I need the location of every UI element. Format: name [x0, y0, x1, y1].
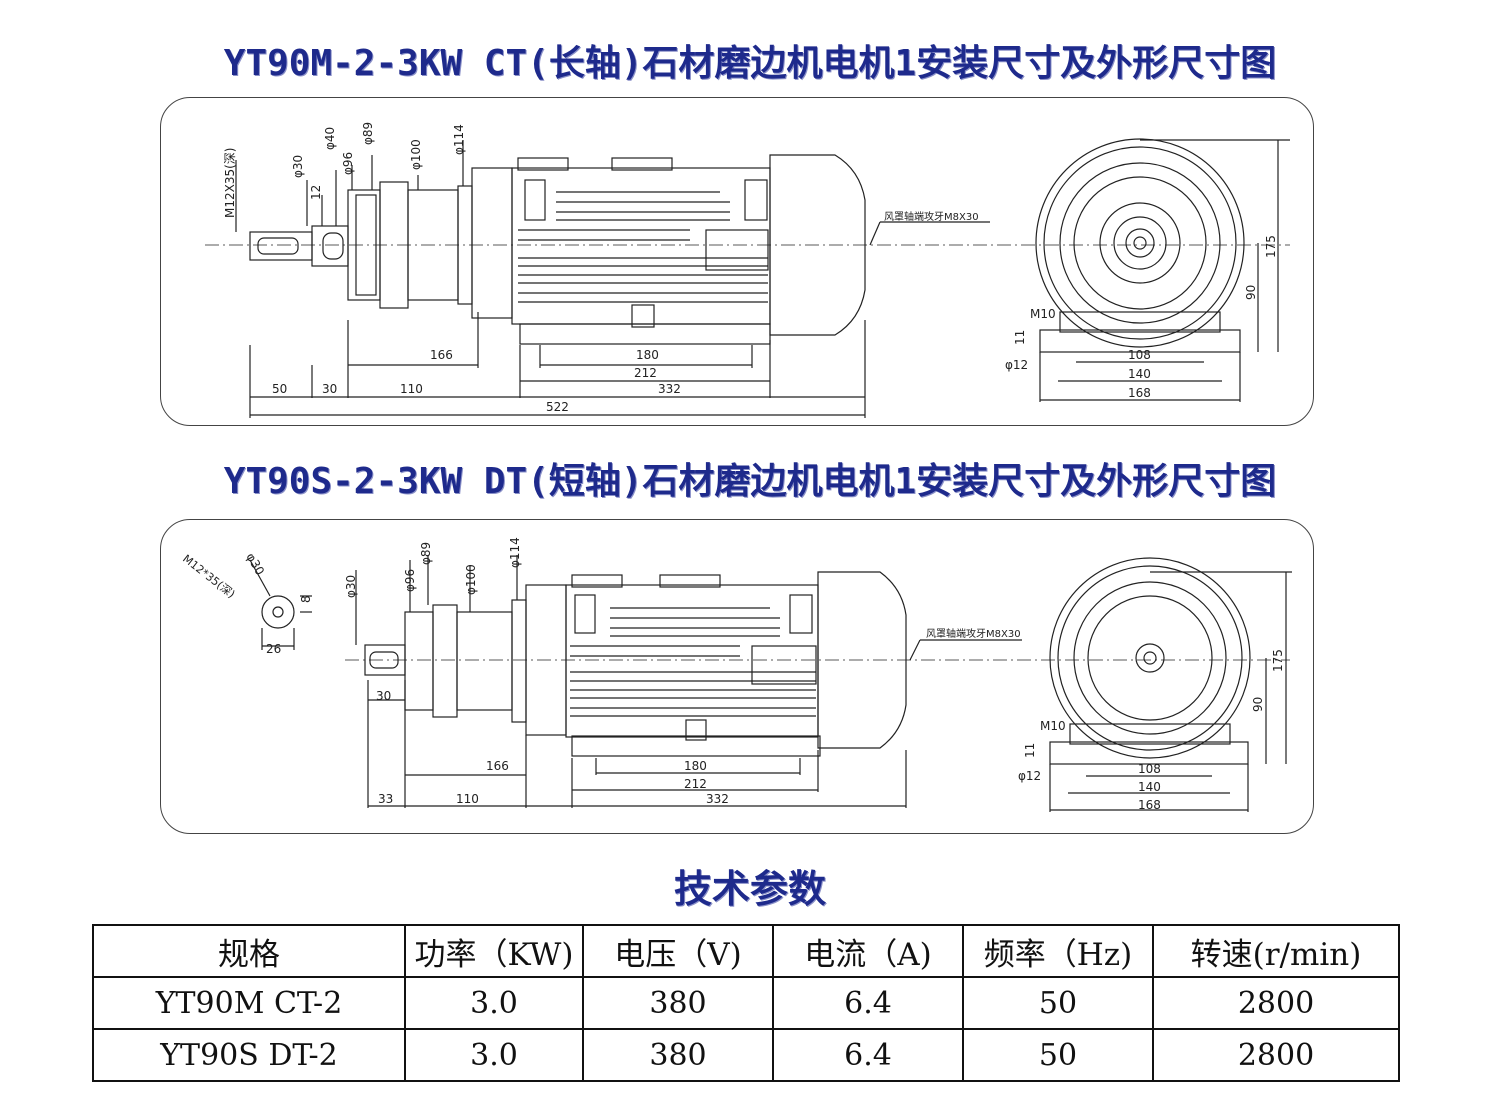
table-row: YT90M CT-2 3.0 380 6.4 50 2800 — [92, 976, 1400, 1030]
label-d114-top: φ114 — [452, 124, 466, 155]
end-11-top: 11 — [1013, 330, 1027, 345]
label-d100-bottom: φ100 — [464, 564, 478, 595]
label-d30-top: φ30 — [291, 155, 305, 178]
cell-model: YT90S DT-2 — [92, 1028, 406, 1082]
dim-166-top: 166 — [430, 348, 453, 362]
cell-current: 6.4 — [772, 1028, 964, 1082]
cell-power: 3.0 — [404, 976, 584, 1030]
end-168-top: 168 — [1128, 386, 1151, 400]
fan-note-bottom: 风罩轴端攻牙M8X30 — [926, 627, 1021, 640]
title-top: YT90M-2-3KW CT(长轴)石材磨边机电机1安装尺寸及外形尺寸图 — [223, 43, 1277, 84]
dim-30-bottom: 30 — [376, 689, 391, 703]
dim-110-top: 110 — [400, 382, 423, 396]
spec-header-row: 规格 功率（KW) 电压（V) 电流（A) 频率（Hz) 转速(r/min) — [92, 924, 1400, 978]
end-d12-bottom: φ12 — [1018, 769, 1041, 783]
dim-332-bottom: 332 — [706, 792, 729, 806]
label-d30-bottom: φ30 — [344, 575, 358, 598]
header-voltage: 电压（V) — [582, 924, 774, 978]
dim-212-top: 212 — [634, 366, 657, 380]
shaft-end-26: 26 — [266, 642, 281, 656]
label-d100-top: φ100 — [409, 139, 423, 170]
cell-speed: 2800 — [1152, 976, 1400, 1030]
label-thread-bottom: M12*35(深) — [180, 552, 237, 601]
header-current: 电流（A) — [772, 924, 964, 978]
label-d96-top: φ96 — [341, 152, 355, 175]
dim-522-top: 522 — [546, 400, 569, 414]
fan-note-top: 风罩轴端攻牙M8X30 — [884, 210, 979, 223]
header-model: 规格 — [92, 924, 406, 978]
end-11-bottom: 11 — [1023, 743, 1037, 758]
label-d89-top: φ89 — [361, 122, 375, 145]
dim-180-top: 180 — [636, 348, 659, 362]
dim-332-top: 332 — [658, 382, 681, 396]
end-140-top: 140 — [1128, 367, 1151, 381]
end-108-top: 108 — [1128, 348, 1151, 362]
end-90-top: 90 — [1244, 285, 1258, 300]
cell-speed: 2800 — [1152, 1028, 1400, 1082]
end-175-top: 175 — [1264, 235, 1278, 258]
shaft-end-8: 8 — [299, 595, 313, 603]
shaft-end-d30: φ30 — [243, 551, 267, 578]
cell-frequency: 50 — [962, 976, 1154, 1030]
dim-212-bottom: 212 — [684, 777, 707, 791]
end-140-bottom: 140 — [1138, 780, 1161, 794]
cell-current: 6.4 — [772, 976, 964, 1030]
dim-110-bottom: 110 — [456, 792, 479, 806]
cell-power: 3.0 — [404, 1028, 584, 1082]
end-108-bottom: 108 — [1138, 762, 1161, 776]
dim-30-top: 30 — [322, 382, 337, 396]
table-row: YT90S DT-2 3.0 380 6.4 50 2800 — [92, 1028, 1400, 1082]
label-thread-top: M12X35(深) — [223, 148, 237, 218]
end-m10-bottom: M10 — [1040, 719, 1066, 733]
end-d12-top: φ12 — [1005, 358, 1028, 372]
end-m10-top: M10 — [1030, 307, 1056, 321]
dim-50-top: 50 — [272, 382, 287, 396]
label-12-top: 12 — [309, 185, 323, 200]
title-bottom: YT90S-2-3KW DT(短轴)石材磨边机电机1安装尺寸及外形尺寸图 — [223, 461, 1277, 502]
label-d114-bottom: φ114 — [508, 537, 522, 568]
label-d96-bottom: φ96 — [403, 569, 417, 592]
cell-voltage: 380 — [582, 1028, 774, 1082]
end-168-bottom: 168 — [1138, 798, 1161, 812]
drawing-panel-bottom — [160, 519, 1314, 834]
spec-table: 规格 功率（KW) 电压（V) 电流（A) 频率（Hz) 转速(r/min) Y… — [92, 924, 1400, 1082]
header-power: 功率（KW) — [404, 924, 584, 978]
params-heading: 技术参数 — [673, 867, 826, 911]
end-175-bottom: 175 — [1271, 649, 1285, 672]
label-d89-bottom: φ89 — [419, 542, 433, 565]
end-90-bottom: 90 — [1251, 697, 1265, 712]
dim-180-bottom: 180 — [684, 759, 707, 773]
dim-33-bottom: 33 — [378, 792, 393, 806]
cell-voltage: 380 — [582, 976, 774, 1030]
cell-model: YT90M CT-2 — [92, 976, 406, 1030]
cell-frequency: 50 — [962, 1028, 1154, 1082]
header-speed: 转速(r/min) — [1152, 924, 1400, 978]
dim-166-bottom: 166 — [486, 759, 509, 773]
header-frequency: 频率（Hz) — [962, 924, 1154, 978]
label-d40-top: φ40 — [323, 127, 337, 150]
